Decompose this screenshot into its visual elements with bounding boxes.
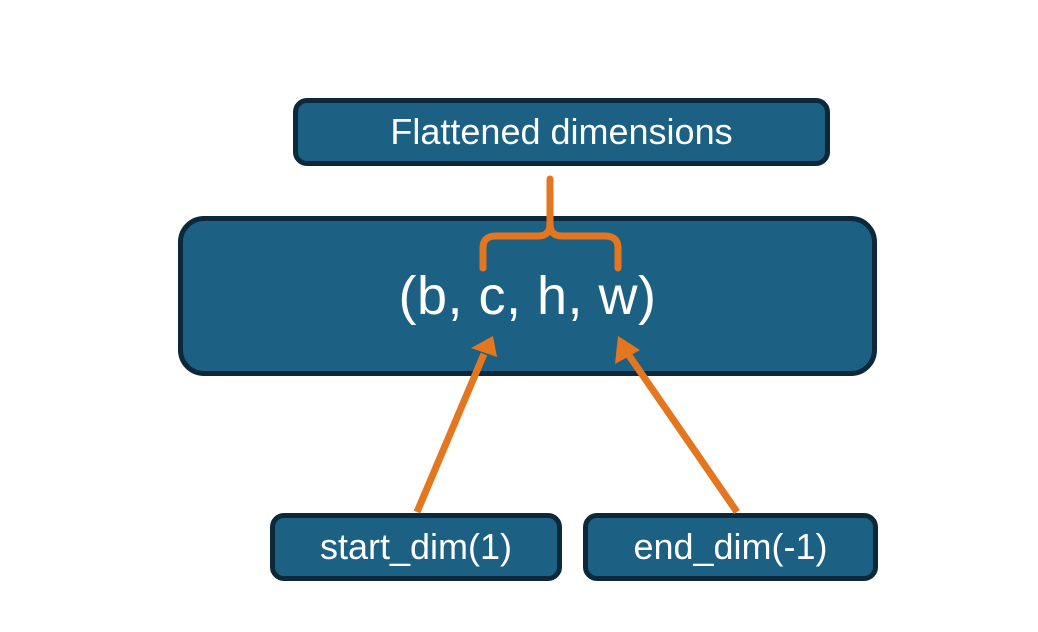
tensor-shape-label: (b, c, h, w)	[398, 266, 657, 326]
flattened-dimensions-label: Flattened dimensions	[390, 111, 733, 152]
end-dim-label: end_dim(-1)	[633, 526, 828, 567]
start-dim-node: start_dim(1)	[270, 513, 562, 581]
start-dim-arrow-shaft	[413, 352, 488, 514]
end-dim-node: end_dim(-1)	[583, 513, 878, 581]
flattened-dimensions-node: Flattened dimensions	[293, 98, 830, 166]
start-dim-label: start_dim(1)	[319, 526, 513, 567]
end-dim-arrow-shaft	[625, 352, 740, 514]
tensor-shape-node: (b, c, h, w)	[178, 216, 877, 376]
